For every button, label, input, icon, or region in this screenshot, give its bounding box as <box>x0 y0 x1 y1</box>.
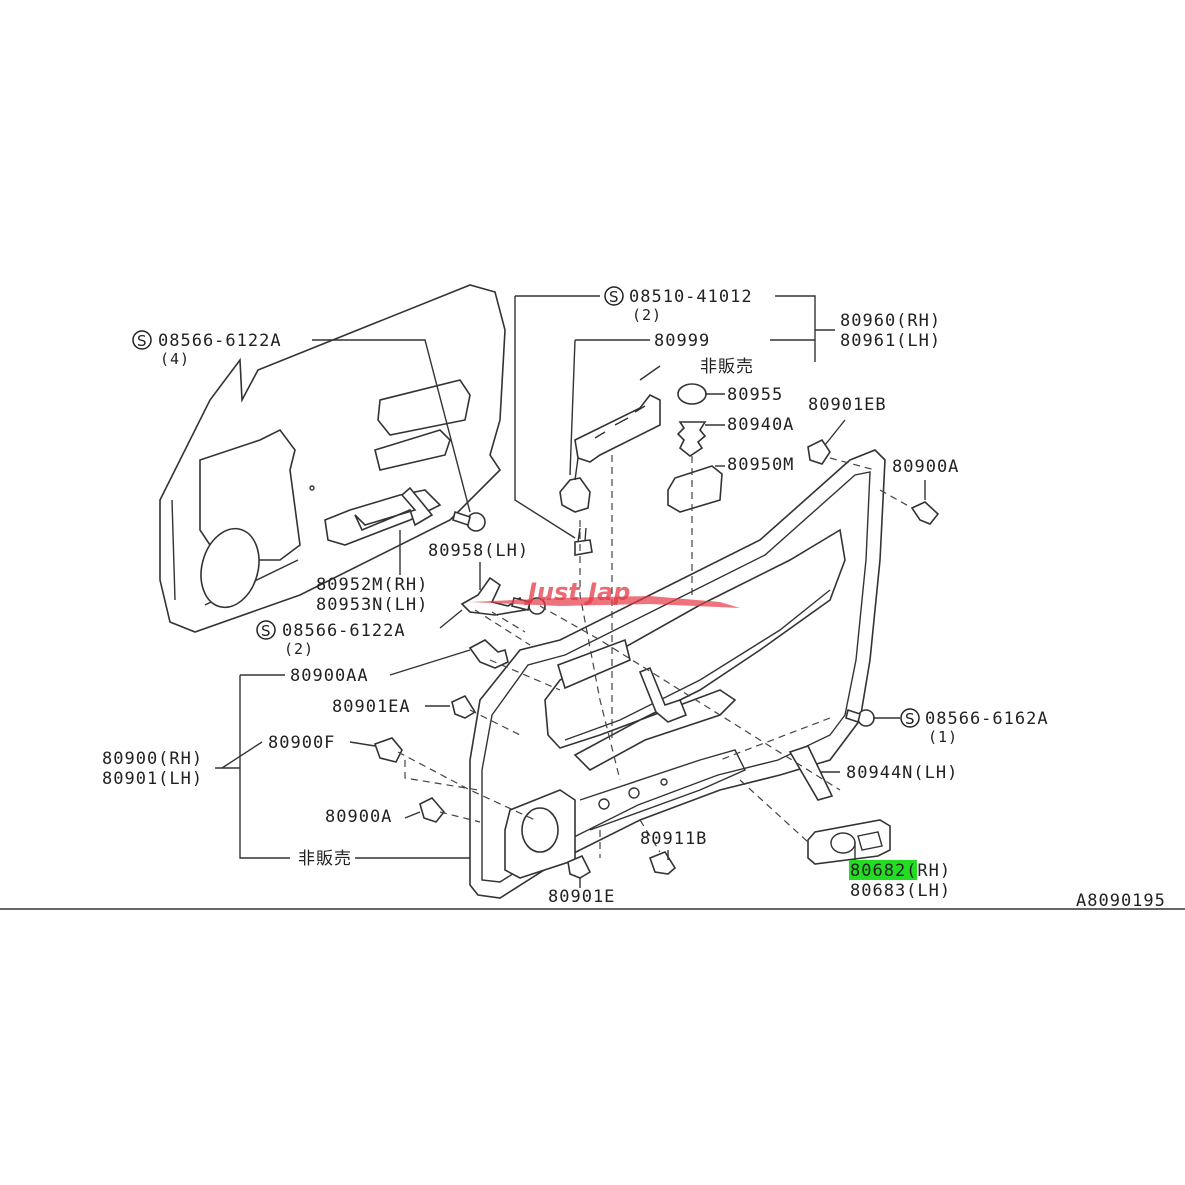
s-symbol-top-left: S <box>132 330 152 350</box>
bracket-80958-part <box>460 576 527 616</box>
clip-80901ea-part <box>451 694 477 719</box>
seal-part <box>788 745 834 801</box>
label-clip-80901eb: 80901EB <box>808 395 887 415</box>
label-clip-80911b: 80911B <box>640 829 707 849</box>
leader-lines <box>215 295 926 888</box>
watermark-text: Just Jap <box>524 578 630 606</box>
clip-80901eb-part <box>807 438 831 465</box>
label-not-sold-top: 非販売 <box>700 357 754 377</box>
label-clip-80940a: 80940A <box>727 415 794 435</box>
clip-80900a-right-part <box>910 501 940 525</box>
assembly-lines <box>397 455 913 858</box>
door-trim-panel <box>469 449 886 899</box>
label-finisher-lh: 80961(LH) <box>840 331 941 351</box>
label-bolt-top-left-qty: (4) <box>160 350 190 368</box>
bolt-top-left-part <box>452 510 486 532</box>
label-bracket-80958: 80958(LH) <box>428 541 529 561</box>
clip-80911b-part <box>648 851 677 875</box>
power-window-switch-part <box>559 393 661 513</box>
svg-text:S: S <box>609 288 619 306</box>
clip-80900aa-part <box>468 639 509 669</box>
label-clip-80901ea: 80901EA <box>332 697 411 717</box>
label-switch: 80999 <box>654 331 710 351</box>
label-clip-80900a-right: 80900A <box>892 457 959 477</box>
label-escutcheon-rh: 80682(RH) <box>850 861 951 881</box>
switch-screw-part <box>574 527 593 556</box>
s-symbol-mid: S <box>256 620 276 640</box>
diagram-code: A8090195 <box>1076 891 1166 911</box>
svg-text:S: S <box>137 332 147 350</box>
label-trim-lh: 80901(LH) <box>102 769 203 789</box>
part-labels: 08566-6122A (4) 08510-41012 (2) 80999 非販… <box>102 287 1166 911</box>
label-bolt-mid: 08566-6122A <box>282 621 406 641</box>
label-bolt-mid-qty: (2) <box>284 640 314 658</box>
cap-part <box>677 383 707 405</box>
s-symbol-right: S <box>900 708 920 728</box>
label-not-sold-bottom: 非販売 <box>298 849 352 869</box>
label-bolt-right-qty: (1) <box>928 728 958 746</box>
clip-80900a-left-part <box>419 797 446 823</box>
label-clip-80901e: 80901E <box>548 887 615 907</box>
label-pocket: 80950M <box>727 455 794 475</box>
label-clip-80900a-left: 80900A <box>325 807 392 827</box>
label-trim-rh: 80900(RH) <box>102 749 203 769</box>
door-bracket-part <box>354 486 434 532</box>
svg-text:S: S <box>261 622 271 640</box>
label-finisher-rh: 80960(RH) <box>840 311 941 331</box>
label-bolt-right: 08566-6162A <box>925 709 1049 729</box>
label-bracket-lh: 80953N(LH) <box>316 595 428 615</box>
s-symbol-top: S <box>604 286 624 306</box>
escutcheon-part <box>807 819 891 865</box>
watermark-logo: Just Jap <box>470 578 740 608</box>
label-screw-switch: 08510-41012 <box>629 287 753 307</box>
clip-80940a-part <box>676 421 707 457</box>
pocket-part <box>667 465 723 513</box>
label-bracket-rh: 80952M(RH) <box>316 575 428 595</box>
door-inner-panel <box>159 284 506 633</box>
clip-80900f-part <box>373 737 403 763</box>
svg-text:S: S <box>905 710 915 728</box>
label-screw-switch-qty: (2) <box>632 306 662 324</box>
label-clip-80900aa: 80900AA <box>290 666 369 686</box>
clip-80901e-part <box>567 854 592 879</box>
label-clip-80900f: 80900F <box>268 733 335 753</box>
part-number-highlight <box>849 860 917 880</box>
label-escutcheon-lh: 80683(LH) <box>850 881 951 901</box>
label-seal: 80944N(LH) <box>846 763 958 783</box>
bolt-right-part <box>845 708 875 727</box>
label-bolt-top-left: 08566-6122A <box>158 331 282 351</box>
label-cap: 80955 <box>727 385 783 405</box>
